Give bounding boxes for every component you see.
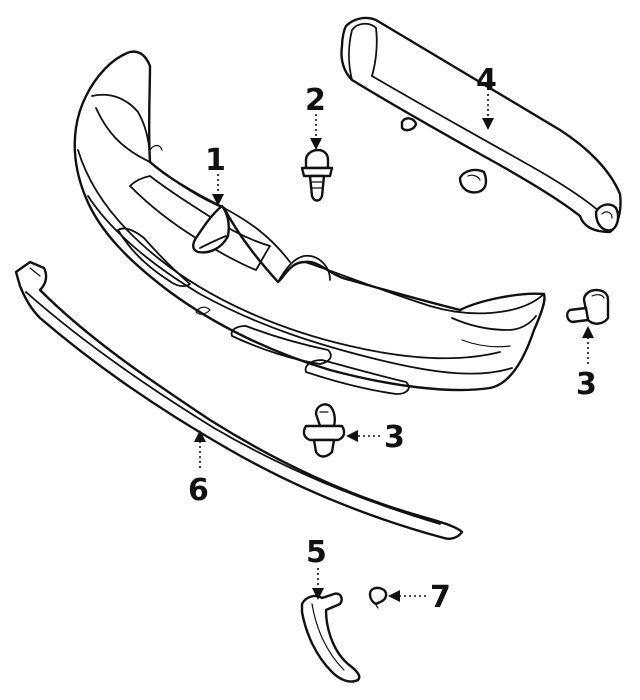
energy-absorber[interactable] <box>340 16 622 234</box>
push-clip-center[interactable] <box>302 403 346 458</box>
callout-7: 7 <box>430 580 451 615</box>
callout-3-center: 3 <box>384 420 405 455</box>
callout-6: 6 <box>188 473 209 508</box>
lower-molding[interactable] <box>14 260 464 540</box>
leader-lines <box>194 94 594 602</box>
push-clip-right[interactable] <box>566 288 610 325</box>
bumper-cover[interactable] <box>73 50 546 395</box>
bracket[interactable] <box>300 592 361 683</box>
callout-1: 1 <box>205 143 226 178</box>
callout-5: 5 <box>306 535 327 570</box>
callout-4: 4 <box>476 63 497 98</box>
callout-2: 2 <box>305 83 326 118</box>
callout-3-right: 3 <box>576 367 597 402</box>
retainer-bolt[interactable] <box>300 148 334 202</box>
small-screw[interactable] <box>368 586 388 609</box>
